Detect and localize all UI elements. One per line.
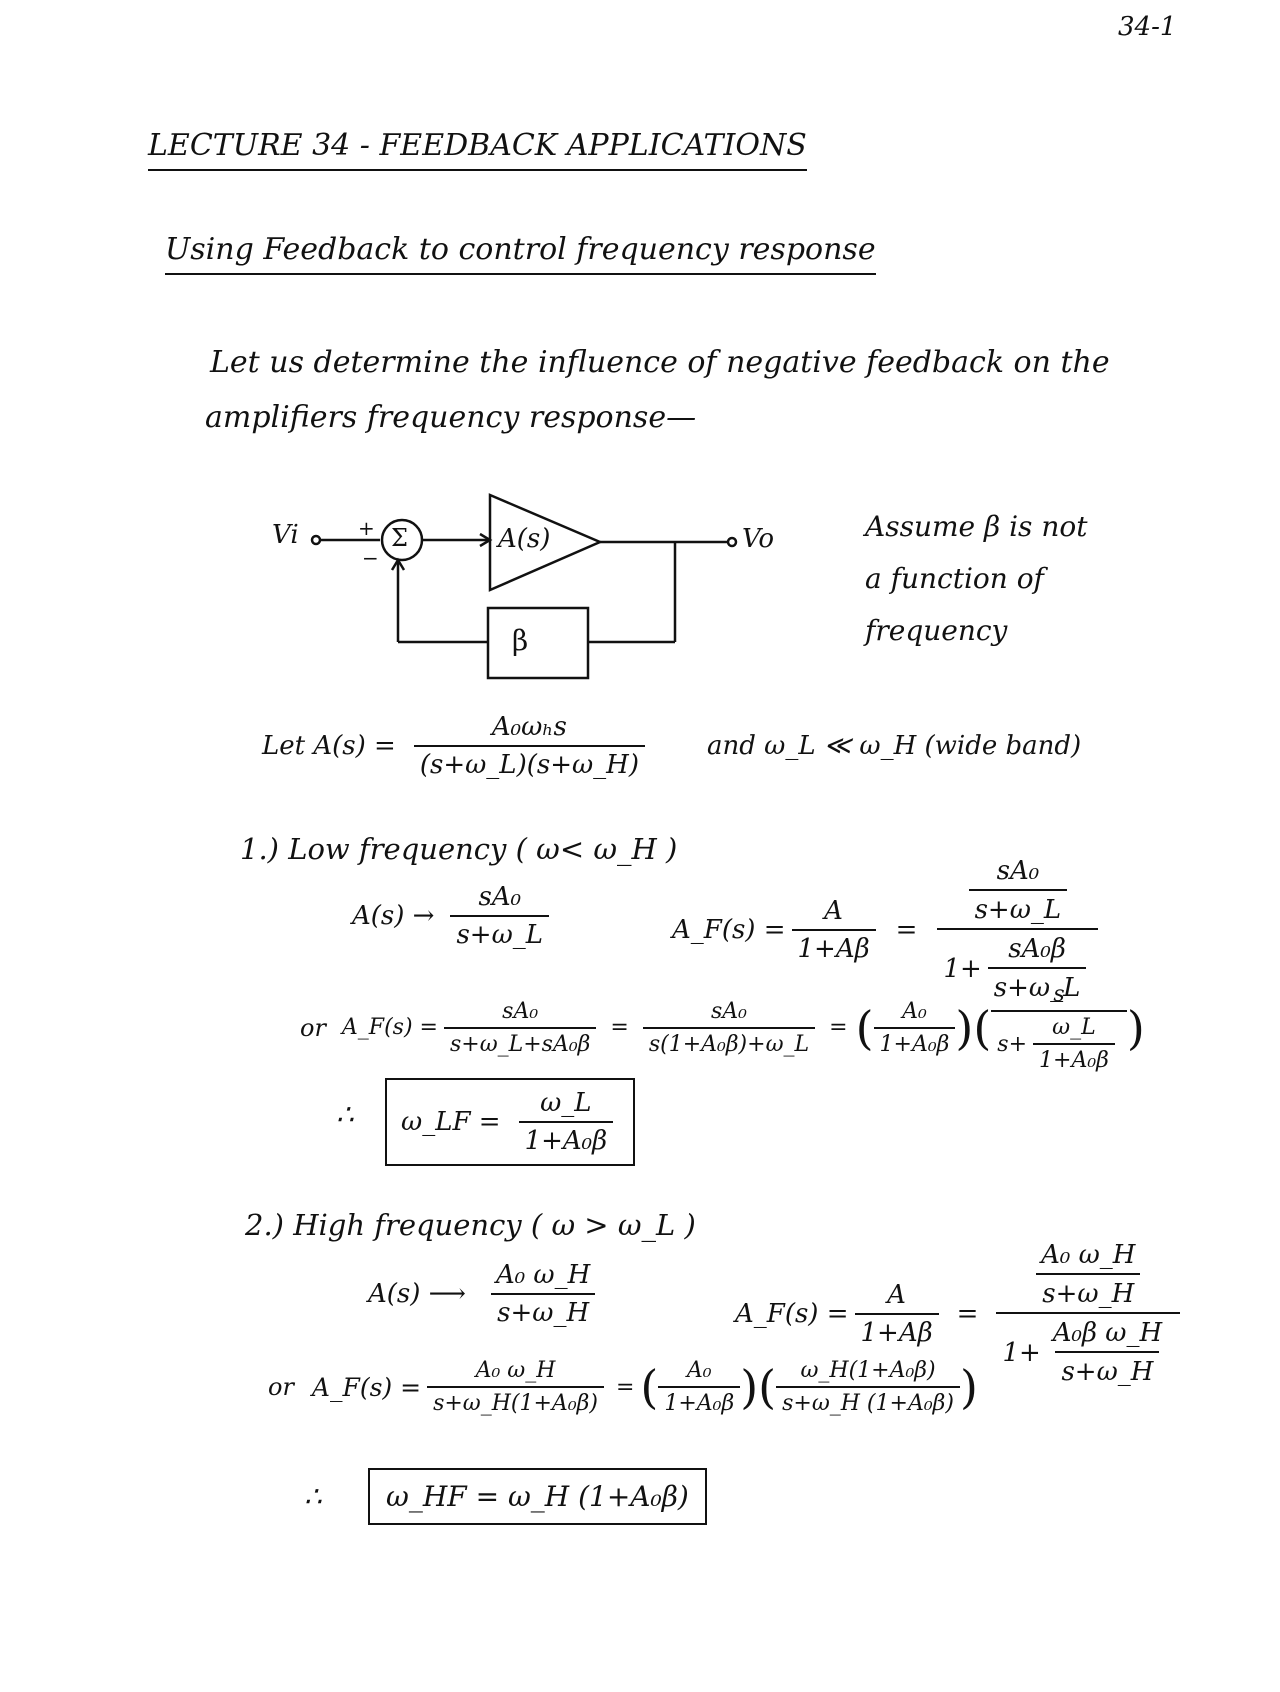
low-r2-f2-den: s(1+A₀β)+ω_L <box>642 1026 816 1057</box>
high-approx-den: s+ω_H <box>491 1293 596 1328</box>
low-r2-f4-den-num: ω_L <box>1052 1015 1096 1040</box>
low-result-box: ω_LF = ω_L 1+A₀β <box>385 1078 636 1166</box>
plus-sign: + <box>358 516 375 540</box>
low-nested-prefix: 1+ <box>943 953 982 984</box>
high-af: A_F(s) = A 1+Aβ = A₀ ω_H s+ω_H 1+ A₀β ω_… <box>735 1240 1186 1387</box>
section-heading: Using Feedback to control frequency resp… <box>165 232 876 275</box>
low-r2-f1-den: s+ω_L+sA₀β <box>443 1026 597 1057</box>
assumption-line-1: Assume β is not <box>865 510 1088 543</box>
high-nested-num-den: s+ω_H <box>1036 1273 1141 1309</box>
sigma-symbol: Σ <box>391 524 408 552</box>
high-nested-inner-num: A₀β ω_H <box>1052 1318 1163 1348</box>
high-af-eq: = <box>956 1298 979 1329</box>
assumption-line-3: frequency <box>865 614 1008 647</box>
high-or: or <box>268 1373 294 1401</box>
low-af-lhs: A_F(s) = <box>672 914 786 945</box>
input-terminal <box>310 534 322 546</box>
high-nested-inner-den: s+ω_H <box>1055 1351 1160 1387</box>
high-af-num: A <box>887 1279 906 1310</box>
high-r2-f1-den: s+ω_H(1+A₀β) <box>427 1386 604 1416</box>
high-r2-lhs: A_F(s) = <box>311 1372 422 1402</box>
high-r2-f3-den: s+ω_H (1+A₀β) <box>776 1386 960 1416</box>
low-r2-eq-2: = <box>829 1015 848 1040</box>
defn-numerator: A₀ωₕs <box>491 712 567 742</box>
low-row-2: or A_F(s) = sA₀ s+ω_L+sA₀β = sA₀ s(1+A₀β… <box>300 982 1145 1073</box>
intro-line-2: amplifiers frequency response— <box>205 400 697 435</box>
feedback-block-diagram <box>310 493 738 680</box>
low-nested-inner-num: sA₀β <box>1008 934 1066 964</box>
defn-rest: and ω_L ≪ ω_H (wide band) <box>707 731 1082 761</box>
beta-label: β <box>512 624 529 657</box>
high-nested-num: A₀ ω_H <box>1041 1240 1136 1270</box>
low-r2-f1-num: sA₀ <box>502 998 539 1024</box>
low-af-eq: = <box>895 914 918 945</box>
high-af-lhs: A_F(s) = <box>735 1298 849 1329</box>
low-or: or <box>300 1013 326 1042</box>
input-label: Vi <box>272 520 299 550</box>
low-r2-f3-den: 1+A₀β <box>873 1026 956 1057</box>
low-r2-lhs: A_F(s) = <box>341 1015 438 1040</box>
intro-line-1: Let us determine the influence of negati… <box>210 345 1110 380</box>
high-approx: A(s) ⟶ A₀ ω_H s+ω_H <box>368 1260 602 1328</box>
amplifier-label: A(s) <box>498 524 551 554</box>
low-r2-eq-1: = <box>610 1015 629 1040</box>
high-r2-f2-num: A₀ <box>686 1358 712 1383</box>
low-therefore: ∴ <box>336 1098 355 1131</box>
low-approx: A(s) → sA₀ s+ω_L <box>352 882 555 950</box>
feedback-arrowhead <box>390 557 406 571</box>
low-nested-inner-den: s+ω_L <box>987 967 1087 1003</box>
low-approx-num: sA₀ <box>478 882 522 912</box>
high-row-2: or A_F(s) = A₀ ω_H s+ω_H(1+A₀β) = ( A₀ 1… <box>268 1358 978 1416</box>
low-af: A_F(s) = A 1+Aβ = sA₀ s+ω_L 1+ sA₀β s+ω_… <box>672 856 1104 1003</box>
low-r2-f4-den-a: s+ <box>997 1031 1028 1057</box>
high-r2-f3-num: ω_H(1+A₀β) <box>800 1358 936 1383</box>
minus-sign: − <box>362 546 379 570</box>
high-frequency-heading: 2.) High frequency ( ω > ω_L ) <box>245 1208 696 1242</box>
low-r2-f2-num: sA₀ <box>710 998 747 1024</box>
low-nested-num-den: s+ω_L <box>968 889 1068 925</box>
low-r2-f4-den-den: 1+A₀β <box>1033 1043 1115 1073</box>
transfer-function-definition: Let A(s) = A₀ωₕs (s+ω_L)(s+ω_H) and ω_L … <box>262 712 1081 780</box>
high-r2-eq: = <box>615 1374 635 1400</box>
low-r2-f3-num: A₀ <box>902 998 927 1024</box>
output-label: Vo <box>742 524 775 554</box>
low-result-den: 1+A₀β <box>518 1121 614 1156</box>
high-result-box: ω_HF = ω_H (1+A₀β) <box>368 1468 707 1525</box>
defn-denominator: (s+ω_L)(s+ω_H) <box>413 745 645 780</box>
defn-lhs: Let A(s) = <box>262 731 396 761</box>
lecture-title: LECTURE 34 - FEEDBACK APPLICATIONS <box>148 128 807 171</box>
high-r2-f2-den: 1+A₀β <box>658 1386 741 1416</box>
low-result-lhs: ω_LF = <box>401 1107 501 1137</box>
high-approx-num: A₀ ω_H <box>495 1260 591 1290</box>
high-r2-f1-num: A₀ ω_H <box>475 1358 556 1383</box>
high-approx-lhs: A(s) ⟶ <box>368 1279 466 1309</box>
low-frequency-heading: 1.) Low frequency ( ω< ω_H ) <box>240 832 678 866</box>
amp-input-arrowhead <box>479 532 493 548</box>
low-approx-lhs: A(s) → <box>352 901 435 931</box>
low-result-num: ω_L <box>540 1088 592 1118</box>
high-therefore: ∴ <box>304 1480 323 1513</box>
assumption-line-2: a function of <box>865 562 1044 595</box>
output-terminal <box>726 536 738 548</box>
low-r2-f4-num: s <box>1053 982 1065 1007</box>
high-nested-prefix: 1+ <box>1002 1337 1041 1368</box>
beta-block <box>486 606 590 680</box>
low-af-num: A <box>824 895 843 926</box>
page-number: 34-1 <box>1118 12 1177 42</box>
amplifier-triangle <box>488 493 604 592</box>
low-approx-den: s+ω_L <box>450 915 550 950</box>
low-nested-num: sA₀ <box>996 856 1040 886</box>
low-af-den: 1+Aβ <box>791 928 876 964</box>
high-af-den: 1+Aβ <box>854 1312 939 1348</box>
